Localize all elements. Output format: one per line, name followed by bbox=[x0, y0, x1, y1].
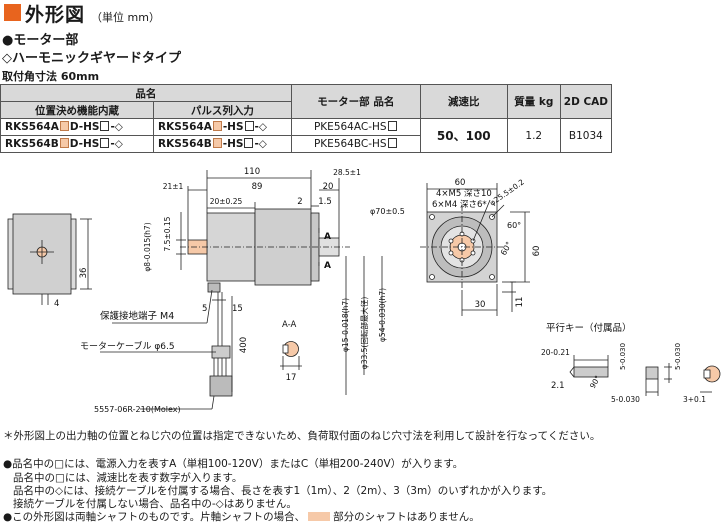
shaft-color-swatch bbox=[308, 512, 331, 521]
ratio-cell: 50、100 bbox=[419, 118, 508, 153]
side-view bbox=[100, 170, 383, 410]
dim-phi70: φ70±0.5 bbox=[370, 207, 405, 216]
motor-cable-label: モーターケーブル φ6.5 bbox=[80, 340, 175, 352]
note-double-shaft: ●この外形図は両軸シャフトのものです。片軸シャフトの場合、部分のシャフトはありま… bbox=[3, 511, 480, 523]
connector-label: 5557-06R-210(Molex) bbox=[94, 405, 181, 414]
dim-5: 5 bbox=[202, 304, 207, 314]
dim-110: 110 bbox=[244, 167, 260, 177]
angle-60a: 60° bbox=[499, 240, 514, 257]
th-cad: 2D CAD bbox=[559, 84, 613, 119]
m5-thread-label: 4×M5 深さ10 bbox=[436, 189, 492, 199]
key-dim-5c: 5-0.030 bbox=[611, 395, 640, 404]
dimension-drawing: 110 21±1 89 20 28.5±1 20±0.25 2 1.5 φ8-0… bbox=[7, 167, 721, 414]
dim-60-height: 60 bbox=[532, 246, 542, 257]
th-motor: モーター部 品名 bbox=[290, 84, 421, 119]
dim-phi8: φ8-0.015(h7) bbox=[143, 222, 152, 271]
key-dim-2-1: 2.1 bbox=[551, 381, 565, 391]
dim-30: 30 bbox=[475, 300, 486, 310]
key-dim-5a: 5-0.030 bbox=[619, 343, 627, 370]
unit-label: （単位 mm） bbox=[91, 11, 160, 24]
model-pulse: RKS564A-HS-◇ bbox=[153, 118, 292, 136]
dim-phi33-5: φ33.5(回転部最大径) bbox=[359, 297, 369, 370]
section-a-a bbox=[280, 341, 302, 370]
th-product: 品名 bbox=[0, 84, 292, 102]
dim-2: 2 bbox=[297, 197, 302, 207]
dim-89: 89 bbox=[252, 182, 263, 192]
th-ratio: 減速比 bbox=[419, 84, 508, 119]
dim-7-5: 7.5±0.15 bbox=[163, 216, 172, 251]
motor-name: PKE564AC-HS bbox=[290, 118, 421, 136]
dim-phi54: φ54-0.030(h7) bbox=[378, 288, 387, 342]
section-marker-a-top: A bbox=[324, 232, 331, 242]
key-dim-20: 20-0.21 bbox=[541, 348, 570, 357]
dim-400: 400 bbox=[239, 337, 249, 353]
th-pulse: パルス列入力 bbox=[153, 101, 292, 119]
note-cable-length: 品名中の◇には、接続ケーブルを付属する場合、長さを表す1（1m）、2（2m）、3… bbox=[13, 485, 553, 497]
motor-name: PKE564BC-HS bbox=[290, 135, 421, 153]
note-gear-ratio: 品名中の□には、減速比を表す数字が入ります。 bbox=[13, 472, 243, 484]
th-mass: 質量 kg bbox=[506, 84, 561, 119]
m4-thread-label: 6×M4 深さ6* bbox=[432, 200, 487, 210]
motor-part-heading: ●モーター部 bbox=[2, 33, 79, 48]
back-view bbox=[7, 213, 92, 305]
dim-36: 36 bbox=[79, 268, 89, 279]
dim-21: 21±1 bbox=[163, 182, 184, 191]
dim-20-tol: 20±0.25 bbox=[210, 197, 243, 206]
mass-cell: 1.2 bbox=[506, 118, 561, 153]
dim-11: 11 bbox=[515, 297, 525, 308]
dim-15: 15 bbox=[232, 304, 243, 314]
dim-20: 20 bbox=[323, 182, 334, 192]
front-view bbox=[420, 183, 530, 316]
angle-60b: 60° bbox=[507, 221, 521, 230]
page-title: 外形図（単位 mm） bbox=[25, 4, 160, 26]
dim-4: 4 bbox=[54, 299, 59, 309]
key-dim-5b: 5-0.030 bbox=[674, 343, 682, 370]
title-marker bbox=[4, 4, 21, 21]
key-title: 平行キー（付属品） bbox=[546, 322, 632, 334]
section-marker-a-bottom: A bbox=[324, 261, 331, 271]
dim-17: 17 bbox=[286, 373, 297, 383]
model-pulse: RKS564B-HS-◇ bbox=[153, 135, 292, 153]
dim-1-5: 1.5 bbox=[318, 197, 332, 207]
dim-60-width: 60 bbox=[455, 178, 466, 188]
dim-phi15: φ15-0.018(h7) bbox=[341, 298, 350, 352]
ground-terminal-label: 保護接地端子 M4 bbox=[100, 310, 174, 322]
note-output-shaft: ＊外形図上の出力軸の位置とねじ穴の位置は指定できないため、負荷取付面のねじ穴寸法… bbox=[3, 430, 601, 442]
dim-28-5: 28.5±1 bbox=[333, 168, 361, 177]
th-pos: 位置決め機能内蔵 bbox=[0, 101, 154, 119]
note-power-input: ●品名中の□には、電源入力を表すA（単相100-120V）またはC（単相200-… bbox=[3, 458, 464, 470]
section-title: A-A bbox=[282, 320, 297, 330]
gear-type-heading: ◇ハーモニックギヤードタイプ bbox=[2, 51, 181, 66]
parallel-key bbox=[569, 355, 721, 396]
mount-size-label: 取付角寸法 60mm bbox=[2, 70, 100, 83]
note-no-cable: 接続ケーブルを付属しない場合、品名中の-◇はありません。 bbox=[13, 498, 297, 510]
cad-cell: B1034 bbox=[559, 118, 613, 153]
dim-phi25-5: φ25.5±0.2 bbox=[488, 177, 526, 207]
spec-table: 品名 モーター部 品名 減速比 質量 kg 2D CAD 位置決め機能内蔵 パル… bbox=[0, 84, 613, 153]
key-dim-3: 3+0.1 bbox=[683, 395, 706, 404]
